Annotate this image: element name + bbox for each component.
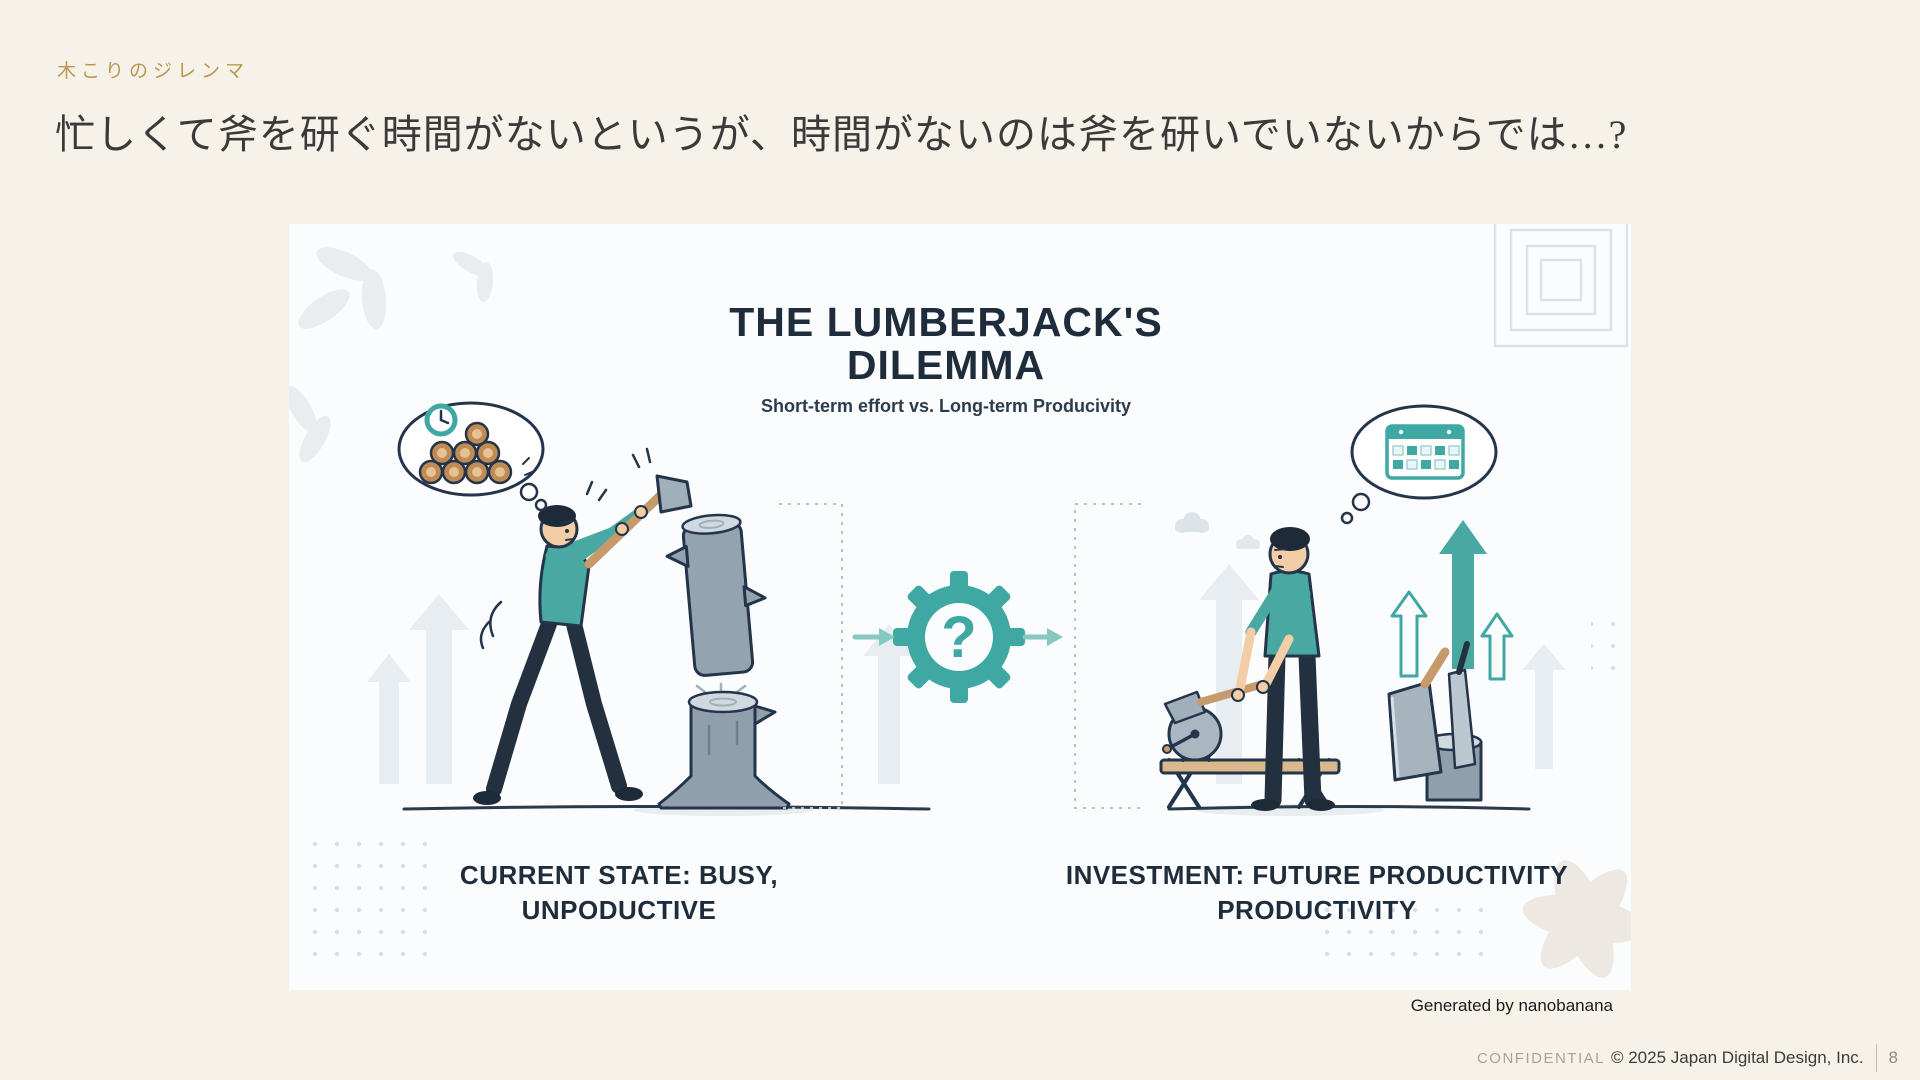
faint-arrows-left (367, 594, 915, 784)
pinwheel-decoration-top-left (289, 247, 494, 463)
right-caption-line1: INVESTMENT: FUTURE PRODUCTIVITY (1066, 860, 1568, 890)
left-caption-line2: UNPODUCTIVE (522, 895, 717, 925)
bubble-sparks (522, 457, 533, 476)
lumberjack-illustration: THE LUMBERJACK'S DILEMMA Short-term effo… (289, 224, 1631, 990)
thought-bubble-calendar (1340, 404, 1498, 525)
knife-display (1387, 641, 1483, 802)
left-scene: CURRENT STATE: BUSY, UNPODUCTIVE (367, 401, 931, 925)
right-caption-line2: PRODUCTIVITY (1217, 895, 1417, 925)
pinwheel-decoration-bottom-right (1522, 860, 1631, 978)
growth-arrows (1390, 520, 1514, 681)
page-title: 忙しくて斧を研ぐ時間がないというが、時間がないのは斧を研いでいないからでは…? (55, 112, 1628, 157)
illustration-title-line1: THE LUMBERJACK'S (729, 299, 1163, 345)
footer: CONFIDENTIAL © 2025 Japan Digital Design… (1477, 1044, 1898, 1072)
dashed-frame-left (779, 503, 843, 809)
kicker-label: 木こりのジレンマ (57, 61, 250, 82)
confidential-label: CONFIDENTIAL (1476, 1049, 1605, 1067)
corner-squares-decoration (1493, 224, 1629, 348)
image-credit: Generated by nanobanana (1410, 996, 1613, 1015)
ground-line-right (1167, 805, 1531, 811)
gear-question-mark: ? (941, 605, 976, 670)
right-scene: INVESTMENT: FUTURE PRODUCTIVITY PRODUCTI… (1066, 404, 1568, 925)
illustration-title-line2: DILEMMA (847, 342, 1045, 388)
transition-arrow-right-icon (1022, 628, 1063, 646)
lumberjack-figure (473, 447, 693, 805)
effort-sparks (585, 447, 652, 502)
faint-arrows-right (1199, 564, 1566, 784)
clock-icon (424, 403, 458, 437)
dots-decoration (307, 614, 1627, 970)
footer-divider (1875, 1044, 1877, 1072)
thought-bubble-time (397, 401, 548, 512)
transition-arrow-left-icon (852, 628, 895, 646)
tree-stump (657, 690, 791, 810)
calendar-icon (1385, 424, 1465, 480)
sharpener-figure (1231, 527, 1335, 811)
dashed-frame-right (1074, 503, 1141, 809)
grinding-bench (1159, 680, 1341, 809)
logs-icon (418, 421, 513, 485)
gear-question-icon: ? (893, 571, 1025, 703)
cut-motion-lines (695, 682, 747, 694)
chopped-log (665, 513, 767, 677)
illustration-subtitle: Short-term effort vs. Long-term Produciv… (761, 396, 1131, 416)
cloud-icons (1175, 512, 1260, 549)
left-caption-line1: CURRENT STATE: BUSY, (460, 860, 778, 890)
illustration-canvas: THE LUMBERJACK'S DILEMMA Short-term effo… (289, 224, 1631, 990)
page-number: 8 (1888, 1048, 1898, 1067)
copyright-text: © 2025 Japan Digital Design, Inc. (1610, 1048, 1864, 1067)
